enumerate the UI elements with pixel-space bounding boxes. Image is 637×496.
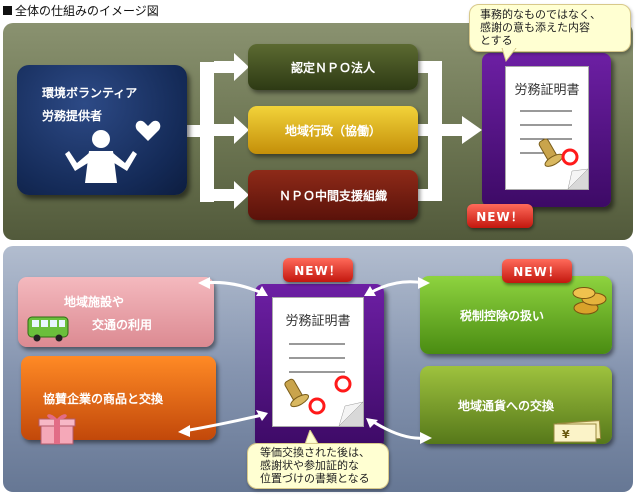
- new-badge-center: NEW！: [283, 258, 353, 282]
- top-callout-line3: とする: [480, 34, 513, 47]
- bottom-callout: 等価交換された後は、 感謝状や参加証的な 位置づけの書類となる: [247, 443, 389, 489]
- top-callout: 事務的なものではなく、 感謝の意も添えた内容 とする: [469, 4, 631, 52]
- heart-icon: [135, 120, 161, 141]
- top-callout-line1: 事務的なものではなく、: [480, 8, 601, 21]
- local-currency-box: 地域通貨への交換 ¥: [420, 366, 612, 444]
- seal-stamp-icon: [538, 138, 579, 167]
- seal-stamp-icon: [284, 375, 352, 415]
- sponsor-goods-box: 協賛企業の商品と交換: [21, 356, 216, 445]
- local-facility-box: 地域施設や 交通の利用: [18, 277, 214, 347]
- new-badge-top: NEW！: [467, 204, 533, 228]
- npo-corp-label: 認定ＮＰＯ法人: [290, 60, 375, 75]
- arrow-merge-right-vertical: [428, 61, 442, 201]
- volunteer-person-icon: [65, 130, 137, 183]
- top-callout-tail: [501, 48, 517, 62]
- currency-note-icon: ¥: [553, 420, 602, 443]
- certificate-top-lines: [520, 110, 588, 189]
- arrow-to-npo-corp: [214, 53, 249, 81]
- bottom-callout-line3: 位置づけの書類となる: [260, 472, 370, 485]
- bottom-callout-line2: 感謝状や参加証的な: [260, 459, 359, 472]
- arrow-sponsor: [183, 413, 263, 433]
- certificate-bottom-title: 労務証明書: [285, 314, 351, 329]
- bus-icon: [27, 316, 69, 342]
- new-badge-right: NEW！: [502, 259, 572, 283]
- arrow-to-certificate: [442, 116, 482, 144]
- arrow-branch-left-vertical: [200, 62, 214, 202]
- volunteer-label-line1: 環境ボランティア: [42, 86, 138, 100]
- npo-corp-box: 認定ＮＰＯ法人: [248, 44, 418, 90]
- arrow-facility: [203, 281, 263, 295]
- arrow-tax: [369, 280, 425, 295]
- certificate-bottom-lines: [289, 343, 363, 426]
- svg-text:¥: ¥: [562, 428, 570, 441]
- arrow-to-local-gov: [214, 116, 249, 144]
- volunteer-label-line2: 労務提供者: [42, 109, 103, 123]
- gift-box-icon: [38, 414, 76, 445]
- local-gov-label: 地域行政（協働）: [284, 123, 381, 138]
- facility-label-line2: 交通の利用: [92, 318, 153, 332]
- page-title: 全体の仕組みのイメージ図: [3, 2, 159, 19]
- volunteer-box: 環境ボランティア 労務提供者: [17, 65, 187, 195]
- npo-support-box: ＮＰＯ中間支援組織: [248, 170, 418, 220]
- local-gov-box: 地域行政（協働）: [248, 106, 418, 154]
- tax-deduction-label: 税制控除の扱い: [460, 309, 545, 323]
- local-currency-label: 地域通貨への交換: [458, 399, 555, 413]
- sponsor-goods-label: 協賛企業の商品と交換: [43, 392, 164, 406]
- tax-deduction-box: 税制控除の扱い: [420, 276, 612, 354]
- top-callout-line2: 感謝の意も添えた内容: [480, 21, 590, 34]
- bottom-callout-line1: 等価交換された後は、: [260, 446, 370, 459]
- certificate-top-document: 労務証明書: [505, 66, 589, 190]
- facility-label-line1: 地域施設や: [64, 295, 125, 309]
- certificate-top-title: 労務証明書: [514, 83, 580, 98]
- square-bullet-icon: [3, 6, 12, 15]
- arrow-currency: [371, 419, 425, 440]
- arrow-to-npo-support: [214, 181, 249, 209]
- npo-support-label: ＮＰＯ中間支援組織: [278, 188, 387, 203]
- coins-icon: [572, 287, 607, 315]
- certificate-bottom-document: 労務証明書: [272, 297, 364, 427]
